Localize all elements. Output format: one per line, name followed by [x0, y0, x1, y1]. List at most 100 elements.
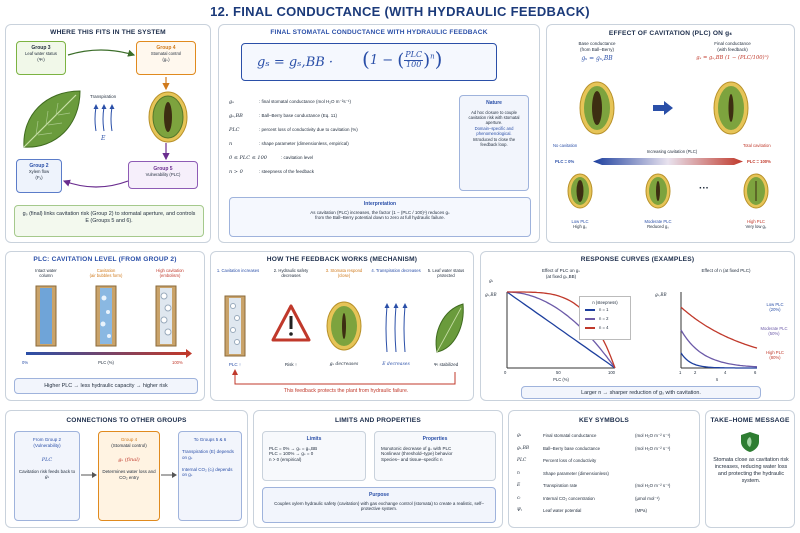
equation-box — [241, 43, 497, 81]
key-symbol: PLC — [517, 458, 527, 463]
property-item: Monotonic decrease of gₛ with PLC — [381, 445, 452, 451]
step5-label: 5. Leaf water status protected — [427, 268, 465, 279]
from-group2: From Group 2 — [32, 437, 61, 442]
plc100-label: PLC = 100% — [747, 159, 771, 164]
final-conductance: Final conductance (with feedback) gₛ = g… — [675, 41, 790, 61]
symbol-row: gₛ,BB: Ball–Berry base conductance (Eq. … — [229, 113, 457, 127]
center-group4: Group 4 — [120, 437, 138, 442]
rlabel-mod1: Moderate PLC — [760, 326, 788, 331]
key-unit: (mol H₂O m⁻² s⁻¹) — [635, 433, 671, 438]
response-panel: RESPONSE CURVES (EXAMPLES) Effect of PLC… — [480, 251, 795, 401]
series-line-n1 — [506, 291, 616, 369]
group3-desc: Leaf water status — [25, 51, 57, 57]
left-chart-title1: Effect of PLC on gₛ — [541, 268, 581, 273]
stoma-illustration — [148, 91, 188, 143]
left-x50: 50 — [556, 370, 561, 375]
stoma-closing-icon — [713, 81, 749, 135]
transpiration-arrows-icon — [93, 104, 115, 132]
legend-item: n = 1 — [583, 307, 627, 316]
shield-icon — [741, 432, 759, 452]
left-x100: 100 — [608, 370, 615, 375]
rlabel-high1: High PLC — [766, 350, 784, 355]
rlabel-low: Low PLC(20%) — [757, 302, 793, 313]
cycle-arrows — [62, 49, 170, 188]
symbol: 0 ≤ PLC ≤ 100 — [229, 155, 267, 161]
key-symbol: Ψₗ — [517, 508, 522, 513]
stoma-moderate-icon — [645, 173, 671, 209]
key-description: Ball–Berry base conductance — [543, 445, 601, 451]
to-transpiration: Transpiration (E) depends on gₛ — [182, 448, 234, 460]
system-panel: WHERE THIS FITS IN THE SYSTEM Group 3 Le… — [5, 24, 211, 243]
group2-box: Group 2 Xylem flow (Fₓ) — [16, 159, 62, 193]
properties-subtitle: Properties — [422, 436, 448, 442]
key-symbols-title: KEY SYMBOLS — [578, 417, 630, 424]
step2-label: 2. Hydraulic safety decreases — [273, 268, 309, 279]
mech-label-gs: gₛ decreases — [329, 362, 359, 367]
legend-n4: n = 4 — [599, 325, 609, 331]
equation-panel: FINAL STOMATAL CONDUCTANCE WITH HYDRAULI… — [218, 24, 540, 243]
final-label1: Final conductance — [714, 41, 751, 46]
series-line-plc50 — [680, 329, 758, 368]
mechanism-icons — [224, 295, 464, 385]
rlabel-high2: (80%) — [769, 355, 781, 361]
plc-panel: PLC: CAVITATION LEVEL (FROM GROUP 2) Int… — [5, 251, 205, 401]
mech-label-e: E decreases — [382, 362, 410, 367]
key-unit: (MPa) — [635, 508, 647, 513]
key-description: Leaf water potential — [543, 508, 582, 513]
interpretation-line1: As cavitation (PLC) increases, the facto… — [310, 209, 450, 215]
legend-box: n (steepness) n = 1 n = 2 n = 4 — [579, 296, 631, 340]
key-description: Shape parameter (dimensionless) — [543, 470, 609, 476]
symbol-row: PLC: percent loss of conductivity due to… — [229, 127, 457, 141]
take-home-panel: TAKE–HOME MESSAGE Stomata close as cavit… — [705, 410, 795, 528]
high-cav-label: High cavitation — [156, 268, 184, 273]
right-ylabel: gₛ,BB — [655, 292, 667, 297]
right-xlabel: n — [715, 377, 719, 382]
to-groups-box: To Groups 5 & 6 Transpiration (E) depend… — [178, 431, 242, 521]
key-description: Transpiration rate — [543, 483, 578, 488]
legend-n2: n = 2 — [599, 316, 609, 322]
mech-footer: This feedback protects the plant from hy… — [283, 388, 409, 394]
symbol-desc: : percent loss of conductivity due to ca… — [259, 127, 358, 132]
right-chart-title: Effect of n (at fixed PLC) — [701, 268, 751, 273]
from-vuln: (Vulnerability) — [33, 442, 61, 448]
system-caption: gₛ (final) links cavitation risk (Group … — [14, 205, 204, 237]
col3-label: High cavitation(embolism) — [142, 268, 198, 279]
left-ybb: gₛ,BB — [485, 292, 497, 297]
symbol-row: gₛ: final stomatal conductance (mol H₂O … — [229, 99, 457, 113]
high-plc: High PLC — [747, 219, 765, 224]
very-low-gs: Very low gₛ — [745, 224, 767, 230]
interpretation-box: Interpretation As cavitation (PLC) incre… — [229, 197, 531, 237]
limits-box: Limits PLC = 0% → gₛ = gₛ,BB PLC = 100% … — [262, 431, 366, 481]
transpiration-label: Transpiration — [90, 94, 117, 99]
mech-label-risk: Risk ↑ — [284, 362, 298, 367]
nature-text2: Domain–specific and phenomenological. — [474, 125, 514, 137]
base-equation: gₛ = gₛ,BB — [581, 54, 613, 62]
symbol-desc: : cavitation level — [281, 155, 314, 160]
nature-title: Nature — [486, 100, 502, 106]
stoma-low-icon — [567, 173, 593, 209]
group3-symbol: (Ψₗ) — [37, 56, 45, 62]
group5-label: Group 5 — [153, 166, 173, 172]
high-cav-label2: (embolism) — [159, 273, 181, 279]
effect-panel: EFFECT OF CAVITATION (PLC) ON gₛ Base co… — [546, 24, 795, 243]
purpose-box: Purpose Couples xylem hydraulic safety (… — [262, 487, 496, 523]
mech-label-plc: PLC ↑ — [228, 362, 242, 367]
group2-label: Group 2 — [29, 163, 49, 169]
from-desc: Cavitation risk feeds back to — [18, 469, 76, 475]
high-gs: High gₛ — [573, 224, 587, 230]
limits-subtitle: Limits — [306, 436, 322, 442]
limits-panel: LIMITS AND PROPERTIES Limits PLC = 0% → … — [253, 410, 503, 528]
base-conductance: Base conductance (from Ball–Berry) gₛ = … — [557, 41, 637, 62]
legend-n1: n = 1 — [599, 307, 609, 313]
effect-title: EFFECT OF CAVITATION (PLC) ON gₛ — [608, 30, 733, 37]
key-symbol: gₛ — [517, 433, 522, 438]
rlabel-high: High PLC(80%) — [757, 350, 793, 361]
connections-title: CONNECTIONS TO OTHER GROUPS — [66, 417, 187, 424]
plc-zero: 0% — [22, 360, 29, 365]
